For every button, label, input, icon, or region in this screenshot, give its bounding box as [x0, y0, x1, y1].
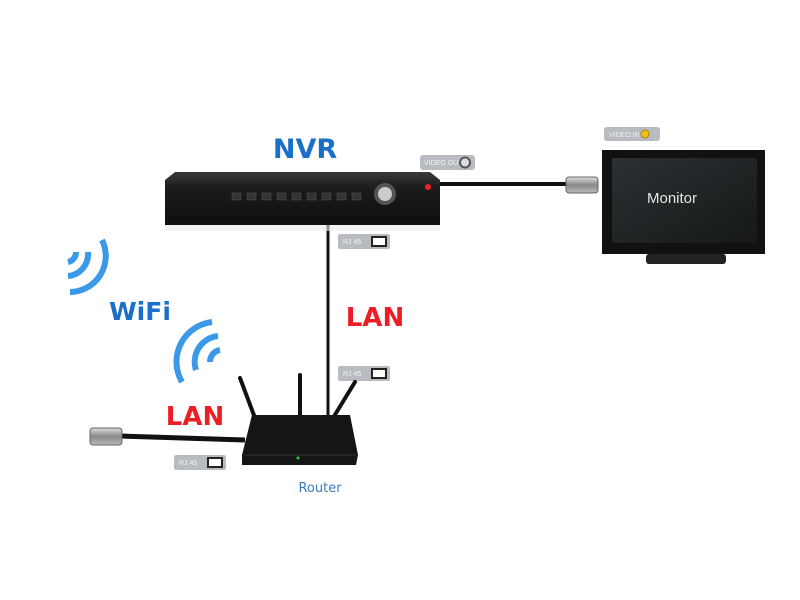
rj45-nvr-port: RJ 45: [338, 234, 390, 249]
ethernet-port-icon: [371, 368, 387, 379]
wifi-signal-icon: [173, 319, 221, 384]
nvr-device: [165, 172, 440, 231]
svg-text:RJ 45: RJ 45: [343, 239, 361, 246]
wifi-signal-icon: [67, 238, 109, 295]
nvr-label: NVR: [273, 134, 337, 165]
ethernet-port-icon: [207, 457, 223, 468]
lan-vertical-label: LAN: [346, 303, 404, 333]
svg-text:RJ 45: RJ 45: [343, 371, 361, 378]
cables: [119, 182, 575, 443]
rj45-router-top-port: RJ 45: [338, 366, 390, 381]
video-in-port: VIDEO IN: [604, 127, 660, 141]
svg-text:VIDEO IN: VIDEO IN: [609, 132, 640, 139]
coax-port-icon: [459, 156, 471, 169]
monitor-label: Monitor: [647, 190, 697, 207]
lan-left-label: LAN: [166, 402, 224, 432]
router-label: Router: [298, 481, 342, 496]
router-device: [238, 373, 358, 465]
video-out-port: VIDEO OUT: [420, 155, 475, 170]
svg-text:VIDEO OUT: VIDEO OUT: [424, 160, 463, 167]
coax-port-icon: [640, 129, 650, 139]
wifi-label: WiFi: [109, 297, 171, 326]
rj45-router-left-port: RJ 45: [174, 455, 226, 470]
cable-connector-icon: [89, 176, 599, 446]
svg-text:RJ 45: RJ 45: [179, 460, 197, 467]
monitor-device: Monitor: [602, 150, 765, 264]
ethernet-port-icon: [371, 236, 387, 247]
